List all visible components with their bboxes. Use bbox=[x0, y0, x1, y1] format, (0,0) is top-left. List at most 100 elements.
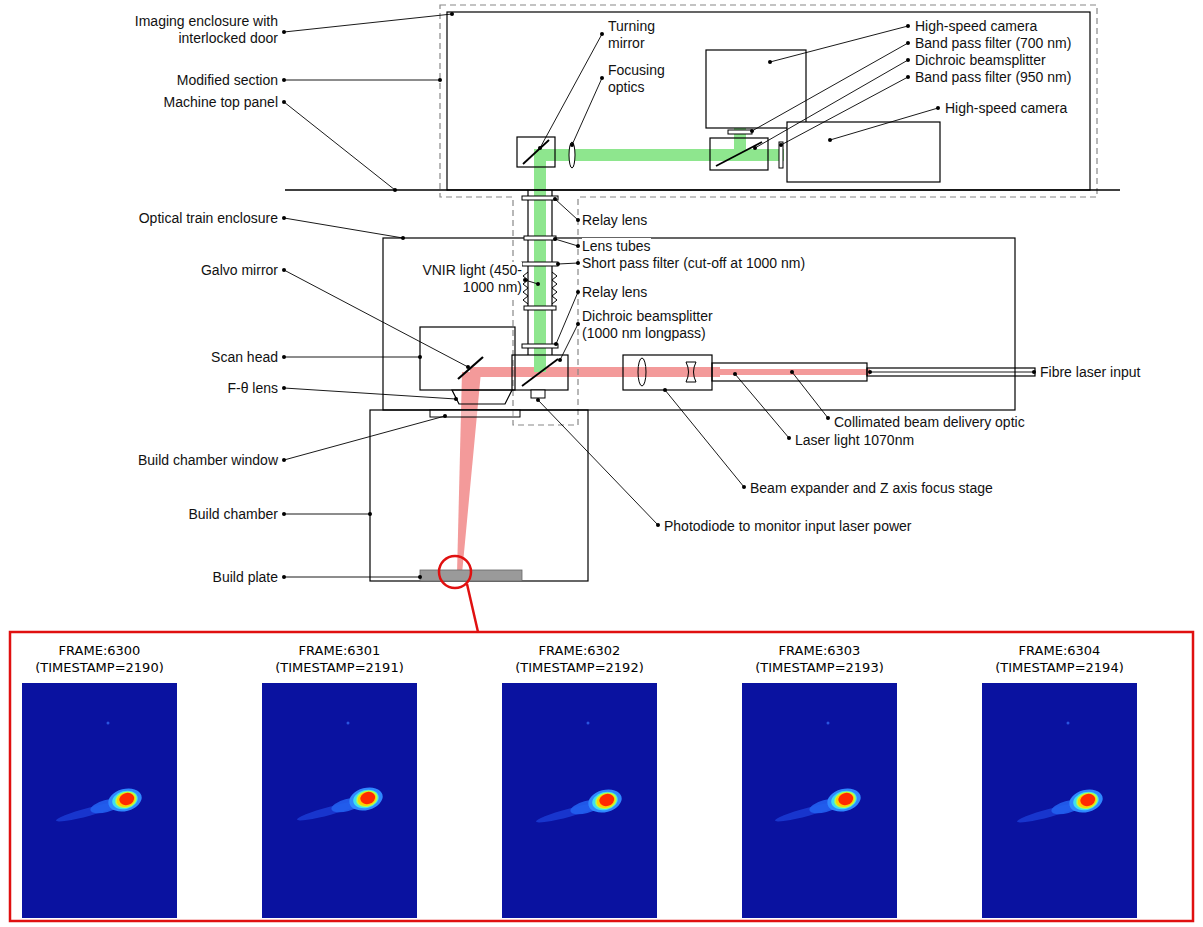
callout-label: Modified section bbox=[177, 72, 278, 89]
frame-heading: FRAME:6300 (TIMESTAMP=2190) bbox=[7, 642, 192, 676]
turning-mirror bbox=[523, 140, 549, 164]
intensity-layer bbox=[347, 784, 386, 814]
leader-dot bbox=[570, 143, 574, 147]
melt-pool-image bbox=[982, 683, 1137, 918]
leader-dot bbox=[906, 41, 910, 45]
dichroic-box bbox=[710, 138, 768, 170]
leader-line bbox=[555, 199, 578, 220]
intensity-layer bbox=[110, 788, 140, 812]
callout-label: VNIR light (450-1000 nm) bbox=[422, 262, 522, 296]
intensity-layer bbox=[1074, 790, 1099, 811]
melt-pool-image bbox=[22, 683, 177, 918]
intensity-layer bbox=[118, 791, 136, 806]
leader-dot bbox=[600, 76, 604, 80]
machine-top-panel bbox=[285, 189, 1120, 191]
leader-line bbox=[284, 577, 420, 578]
leader-dot bbox=[600, 32, 604, 36]
leader-line bbox=[735, 374, 789, 438]
callout-label: Build plate bbox=[213, 569, 278, 586]
leader-dot bbox=[779, 143, 783, 147]
image-background bbox=[982, 683, 1137, 918]
leader-dot bbox=[401, 236, 405, 240]
leader-dot bbox=[828, 138, 832, 142]
leader-dot bbox=[454, 397, 458, 401]
image-background bbox=[262, 683, 417, 918]
leader-line bbox=[781, 77, 908, 145]
intensity-layer bbox=[354, 788, 379, 809]
leader-line bbox=[284, 357, 420, 358]
image-background bbox=[502, 683, 657, 918]
camera-frame: FRAME:6303 (TIMESTAMP=2193) bbox=[727, 642, 912, 918]
image-background bbox=[22, 683, 177, 918]
callout-label: Relay lens bbox=[582, 212, 647, 229]
leader-dot bbox=[536, 282, 540, 286]
leader-dot bbox=[790, 370, 794, 374]
callout-label: Dichroic beamsplitter bbox=[915, 52, 1046, 69]
leader-dot bbox=[576, 322, 580, 326]
intensity-layer bbox=[1067, 786, 1106, 816]
callout-label: Build chamber bbox=[189, 506, 279, 523]
intensity-layer bbox=[113, 789, 138, 810]
leader-dot bbox=[282, 458, 286, 462]
melt-pool-image bbox=[502, 683, 657, 918]
intensity-layer bbox=[1071, 789, 1101, 813]
leader-dot bbox=[936, 106, 940, 110]
leader-dot bbox=[663, 388, 667, 392]
intensity-layer bbox=[359, 790, 377, 805]
intensity-layer bbox=[829, 788, 859, 812]
photodiode bbox=[531, 390, 545, 398]
optical-train-enclosure bbox=[383, 238, 1015, 410]
leader-dot bbox=[768, 60, 772, 64]
intensity-layer bbox=[1076, 792, 1098, 810]
callout-label: Collimated beam delivery optic bbox=[834, 414, 1025, 431]
turning-mirror-box bbox=[517, 137, 555, 167]
galvo-mirror bbox=[458, 357, 483, 379]
leader-dot bbox=[554, 342, 558, 346]
leader-dot bbox=[742, 485, 746, 489]
laser-beam bbox=[470, 367, 720, 377]
tube-ring bbox=[524, 306, 556, 310]
focusing-optics bbox=[569, 142, 575, 168]
intensity-layer bbox=[598, 792, 616, 807]
callout-label: F-θ lens bbox=[227, 380, 278, 397]
leader-line bbox=[560, 324, 578, 360]
intensity-layer bbox=[834, 791, 856, 809]
concave-lens bbox=[686, 362, 696, 382]
leader-dot bbox=[553, 197, 557, 201]
callout-label: Laser light 1070nm bbox=[795, 432, 914, 449]
leader-line bbox=[538, 400, 658, 525]
spatter-dot bbox=[1067, 722, 1070, 725]
leader-dot bbox=[787, 436, 791, 440]
leader-line bbox=[540, 34, 602, 148]
melt-pool-blob bbox=[53, 785, 145, 829]
high-speed-camera bbox=[787, 122, 940, 182]
melt-pool-blob bbox=[772, 785, 864, 829]
leader-dot bbox=[282, 268, 286, 272]
imaging-enclosure bbox=[447, 12, 1090, 190]
leader-dot bbox=[418, 575, 422, 579]
f-theta-lens bbox=[452, 390, 512, 404]
leader-dot bbox=[656, 523, 660, 527]
frame-heading: FRAME:6304 (TIMESTAMP=2194) bbox=[967, 642, 1152, 676]
leader-line bbox=[572, 78, 602, 145]
leader-dot bbox=[576, 290, 580, 294]
leader-dot bbox=[576, 261, 580, 265]
leader-line bbox=[755, 60, 908, 148]
leader-dot bbox=[466, 365, 470, 369]
leader-dot bbox=[558, 358, 562, 362]
camera-frame: FRAME:6301 (TIMESTAMP=2191) bbox=[247, 642, 432, 918]
scan-head bbox=[420, 327, 515, 390]
callout-label: High-speed camera bbox=[915, 18, 1037, 35]
callout-label: Build chamber window bbox=[138, 452, 278, 469]
callout-label: Turning mirror bbox=[608, 18, 670, 52]
melt-pool-image bbox=[742, 683, 897, 918]
melt-pool-blob bbox=[294, 784, 386, 828]
spring bbox=[523, 272, 528, 304]
leader-line bbox=[830, 108, 938, 140]
callout-label: Fibre laser input bbox=[1040, 364, 1140, 381]
leader-line bbox=[665, 390, 744, 487]
camera-frame: FRAME:6300 (TIMESTAMP=2190) bbox=[7, 642, 192, 918]
leader-dot bbox=[868, 370, 872, 374]
build-chamber bbox=[370, 410, 588, 581]
callout-label: Scan head bbox=[211, 349, 278, 366]
